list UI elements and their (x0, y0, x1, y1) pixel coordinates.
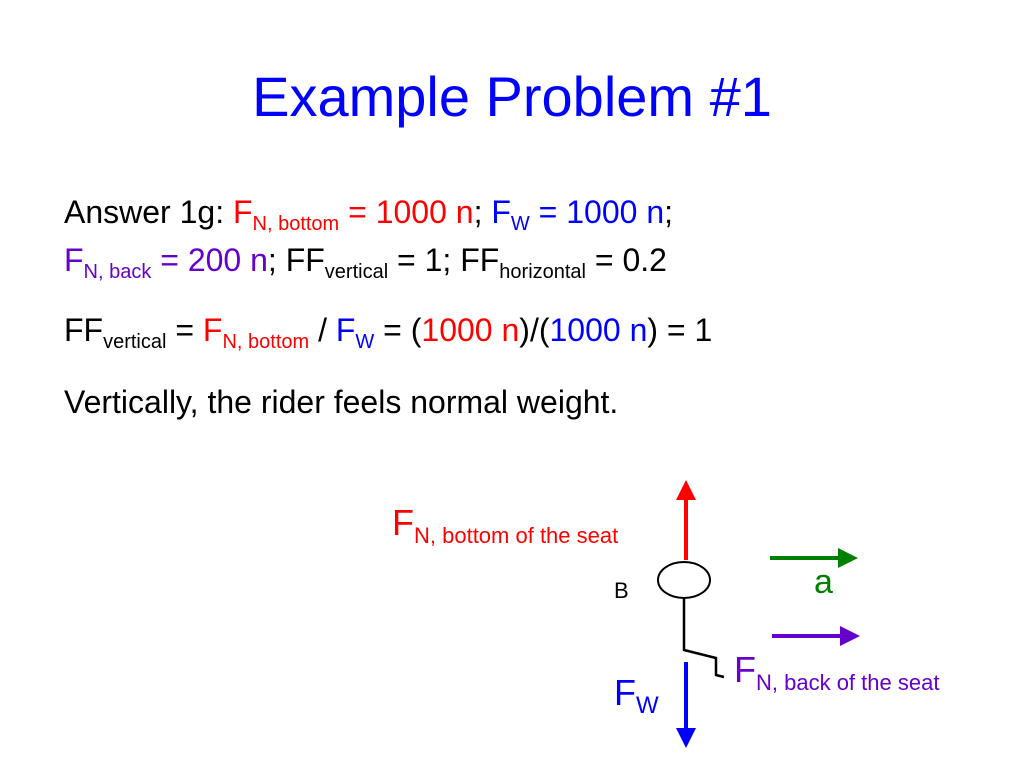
rider-body (682, 598, 725, 679)
answer-prefix: Answer 1g: (64, 194, 233, 230)
fn-bottom-seat-label: FN, bottom of the seat (392, 502, 619, 548)
rider-head (657, 561, 711, 599)
acceleration-label: a (814, 563, 833, 601)
fn-bottom-term: FN, bottom = 1000 n (232, 194, 474, 235)
fn-back-term: FN, back = 200 n (64, 242, 268, 283)
fw-term: FW = 1000 n (491, 194, 665, 235)
slide-title: Example Problem #1 (252, 65, 772, 128)
answer-line-1: Answer 1g: FN, bottom = 1000 n; FW = 100… (64, 194, 674, 235)
weight-label: FW (614, 672, 659, 719)
answer-line-2: FN, back = 200 n; FFvertical = 1; FFhori… (64, 242, 667, 283)
point-b-label: B (614, 578, 629, 603)
ff-vertical-equation: FFvertical = FN, bottom / FW = (1000 n)/… (64, 312, 713, 353)
fn-back-seat-label: FN, back of the seat (734, 649, 940, 695)
conclusion-line: Vertically, the rider feels normal weigh… (64, 384, 619, 420)
